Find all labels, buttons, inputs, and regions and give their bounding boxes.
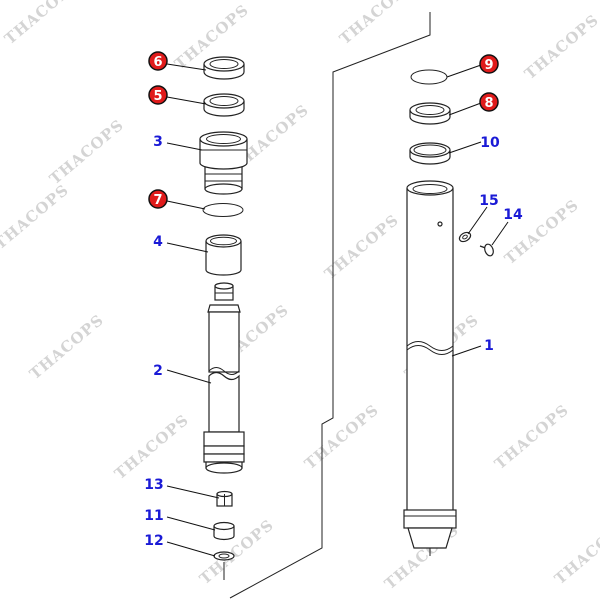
callout-13: 13 bbox=[144, 477, 163, 493]
watermark: THACOPS bbox=[491, 401, 572, 473]
watermark: THACOPS bbox=[111, 411, 192, 483]
watermark: THACOPS bbox=[196, 516, 277, 588]
callout-9-badge bbox=[479, 54, 499, 74]
part-10-ring bbox=[409, 142, 451, 165]
watermark: THACOPS bbox=[301, 401, 382, 473]
part-9-o-ring bbox=[410, 69, 448, 85]
part-12-washer bbox=[213, 551, 235, 561]
callout-1: 1 bbox=[484, 338, 494, 354]
part-1-cylinder-tube bbox=[403, 180, 457, 556]
callout-6-badge bbox=[148, 51, 168, 71]
part-12-washer-hole bbox=[218, 553, 230, 559]
callout-4: 4 bbox=[153, 234, 163, 250]
part-7-o-ring bbox=[202, 203, 244, 217]
watermark: THACOPS bbox=[26, 311, 107, 383]
callout-5-badge bbox=[148, 85, 168, 105]
part-8-ring bbox=[409, 102, 451, 125]
part-5-ring bbox=[203, 93, 245, 117]
watermark: THACOPS bbox=[521, 11, 600, 83]
part-2-piston-rod bbox=[203, 282, 245, 474]
watermark: THACOPS bbox=[1, 0, 82, 48]
watermark: THACOPS bbox=[551, 516, 600, 588]
callout-8: 8 bbox=[484, 96, 493, 111]
callout-11: 11 bbox=[144, 508, 163, 524]
callout-10: 10 bbox=[480, 135, 500, 151]
part-11-collar bbox=[213, 521, 235, 541]
frame-line bbox=[229, 12, 431, 599]
callout-2: 2 bbox=[153, 363, 163, 379]
part-14-bolt bbox=[479, 243, 494, 257]
part-3-gland bbox=[199, 131, 248, 195]
part-4-bushing bbox=[205, 234, 242, 276]
callout-7: 7 bbox=[153, 193, 162, 208]
callout-15: 15 bbox=[479, 193, 498, 209]
watermark: THACOPS bbox=[46, 116, 127, 188]
leader-lines bbox=[166, 63, 509, 557]
callout-3: 3 bbox=[153, 134, 163, 150]
callouts: 6 5 3 7 4 2 13 11 12 9 8 10 15 14 1 bbox=[144, 51, 523, 549]
callout-7-badge bbox=[148, 189, 168, 209]
callout-14: 14 bbox=[503, 207, 523, 223]
callout-12: 12 bbox=[144, 533, 163, 549]
callout-9: 9 bbox=[484, 58, 493, 73]
watermark: THACOPS bbox=[0, 181, 72, 253]
part-15-washer bbox=[458, 231, 472, 243]
callout-5: 5 bbox=[153, 89, 162, 104]
callout-8-badge bbox=[479, 92, 499, 112]
callout-6: 6 bbox=[153, 55, 162, 70]
part-13-nut bbox=[216, 490, 233, 507]
part-6-ring bbox=[203, 56, 245, 80]
watermark: THACOPS bbox=[336, 0, 417, 48]
